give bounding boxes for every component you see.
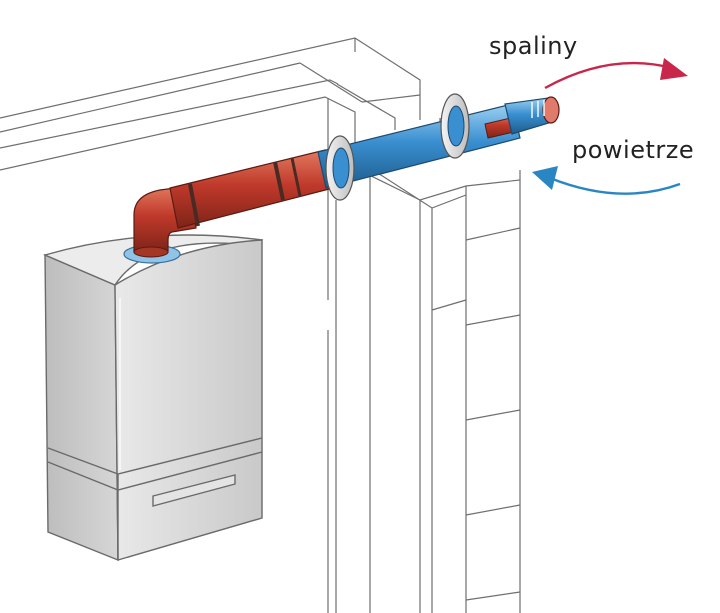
- curved-arrow-right-icon: [544, 61, 673, 90]
- boiler-front-panel: [114, 239, 263, 561]
- boiler: [42, 234, 264, 562]
- boiler-side-panel: [44, 253, 119, 562]
- coaxial-flue-pipe: [123, 93, 560, 264]
- terminal-cap: [542, 96, 560, 124]
- exhaust-label: spaliny: [489, 32, 578, 60]
- wall-frame: [0, 37, 521, 613]
- air-intake-label: powietrze: [572, 136, 695, 164]
- boiler-handle: [152, 474, 236, 507]
- exhaust-flow: [544, 58, 688, 90]
- air-flow: [532, 166, 681, 195]
- curved-arrow-left-icon: [549, 176, 681, 195]
